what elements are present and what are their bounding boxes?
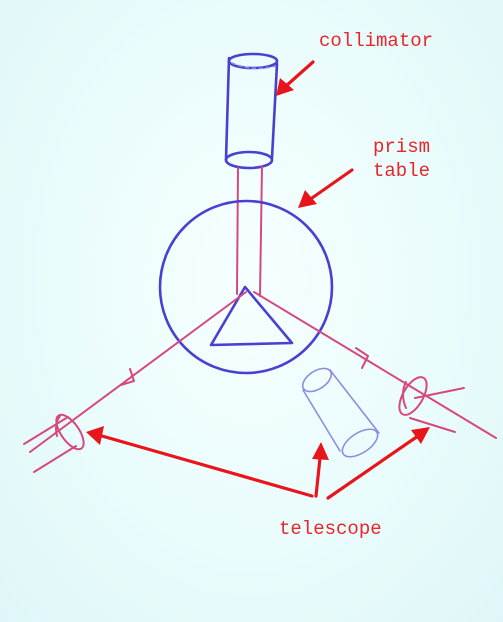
telescope-arrow-left (86, 426, 314, 498)
left-ray (23, 291, 247, 473)
prism-table-arrow (298, 168, 354, 208)
right-ray (253, 291, 497, 439)
prism (209, 285, 294, 347)
telescope-label: telescope (279, 518, 382, 540)
table-label: table (373, 160, 430, 182)
left-telescope (55, 413, 85, 451)
collimator-bottom-rim (224, 150, 274, 170)
collimator-arrow (276, 60, 315, 96)
prism-label: prism (373, 136, 430, 158)
incident-beam (236, 165, 263, 297)
middle-telescope (301, 367, 380, 458)
telescope-arrow-right (326, 427, 430, 500)
collimator-top-rim (227, 52, 279, 70)
right-telescope (398, 376, 428, 416)
prism-table (158, 199, 334, 375)
telescope-arrow-middle (312, 442, 329, 498)
collimator-label: collimator (319, 30, 433, 52)
right-ray-direction-arrow (355, 347, 369, 369)
left-ray-direction-arrow (120, 368, 135, 386)
collimator (224, 52, 279, 170)
